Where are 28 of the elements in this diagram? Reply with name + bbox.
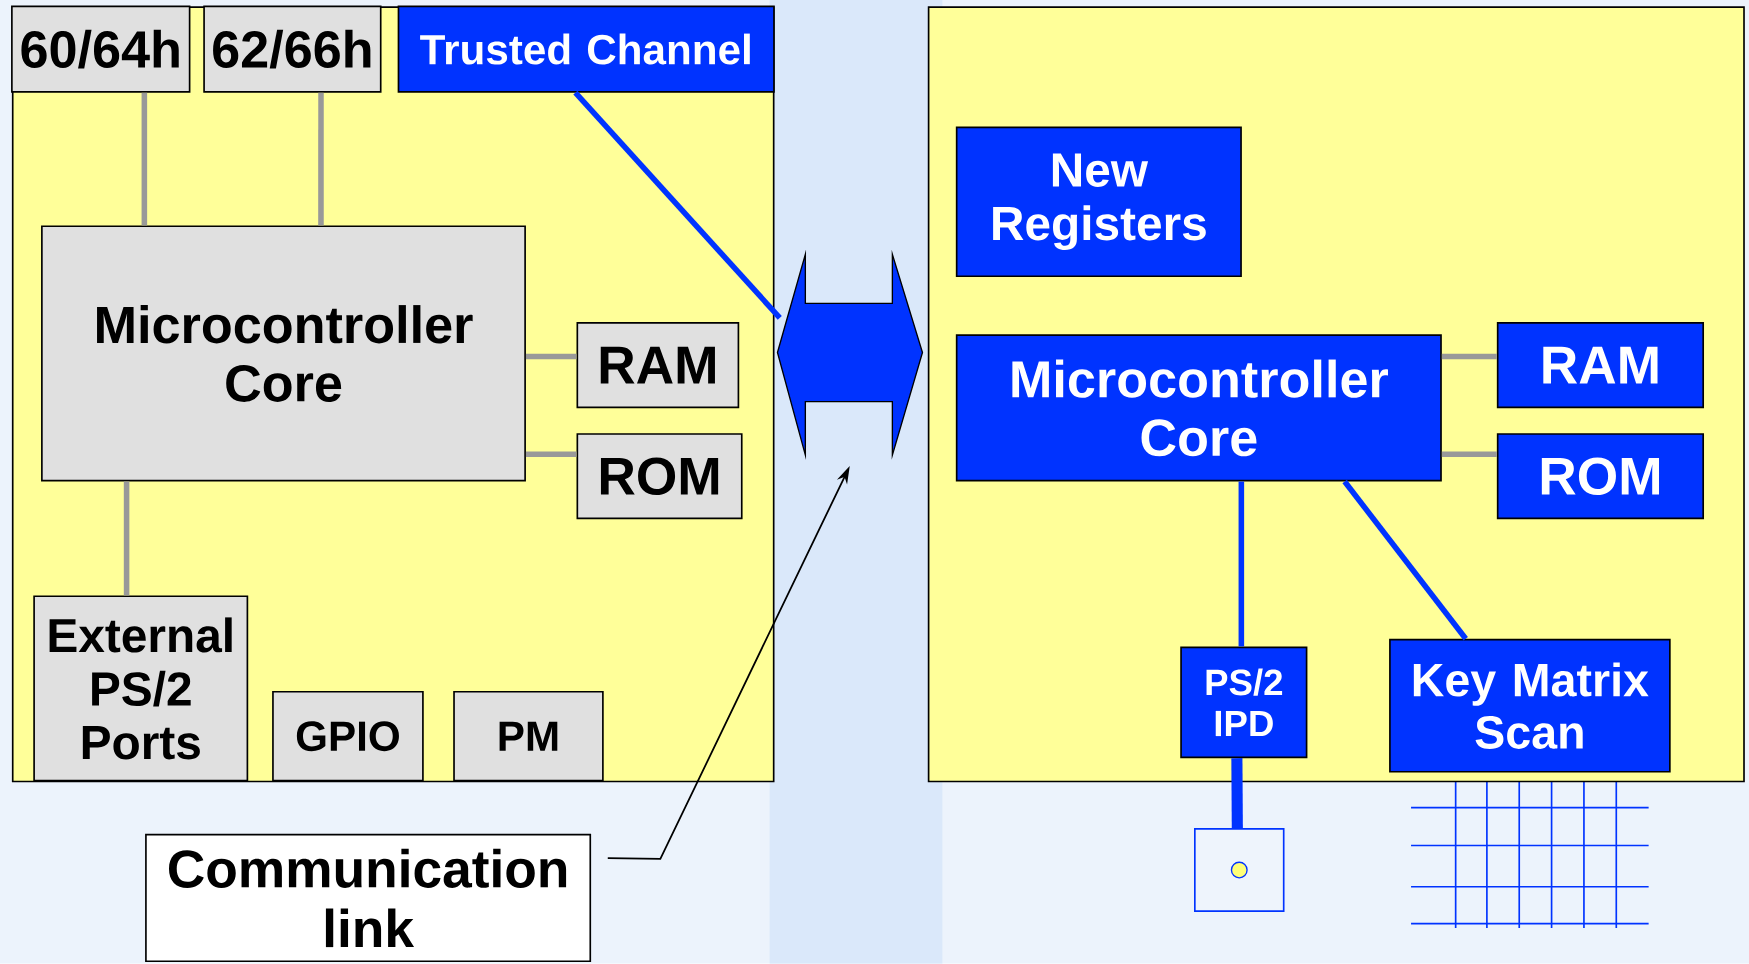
register-box: 62/66h: [203, 5, 382, 93]
connector-line: [525, 353, 577, 360]
block-box: PM: [453, 691, 604, 782]
register-box: 60/64h: [11, 5, 191, 93]
memory-box: ROM: [576, 433, 743, 520]
connector-line: [1342, 479, 1468, 641]
core-box: Microcontroller Core: [41, 225, 526, 482]
core-box: Microcontroller Core: [955, 334, 1442, 482]
connector-line: [1238, 481, 1245, 647]
connector-drawing: [1194, 828, 1285, 913]
memory-box: ROM: [1496, 433, 1704, 520]
memory-box: RAM: [1496, 322, 1704, 409]
connector-line: [1441, 451, 1497, 458]
connector-line: [1231, 758, 1243, 829]
register-box: New Registers: [955, 126, 1242, 278]
connector-line: [318, 92, 324, 226]
connector-line: [1441, 353, 1497, 360]
connector-line: [141, 92, 148, 226]
port-box: PS/2 IPD: [1180, 646, 1308, 759]
scan-box: Key Matrix Scan: [1389, 638, 1671, 773]
callout-box: Communication link: [145, 833, 592, 963]
port-box: External PS/2 Ports: [33, 595, 249, 782]
memory-box: RAM: [576, 322, 740, 409]
connector-line: [573, 90, 782, 320]
connector-line: [525, 451, 577, 458]
connector-line: [123, 481, 130, 596]
channel-box: Trusted Channel: [397, 5, 775, 93]
block-box: GPIO: [272, 691, 424, 782]
